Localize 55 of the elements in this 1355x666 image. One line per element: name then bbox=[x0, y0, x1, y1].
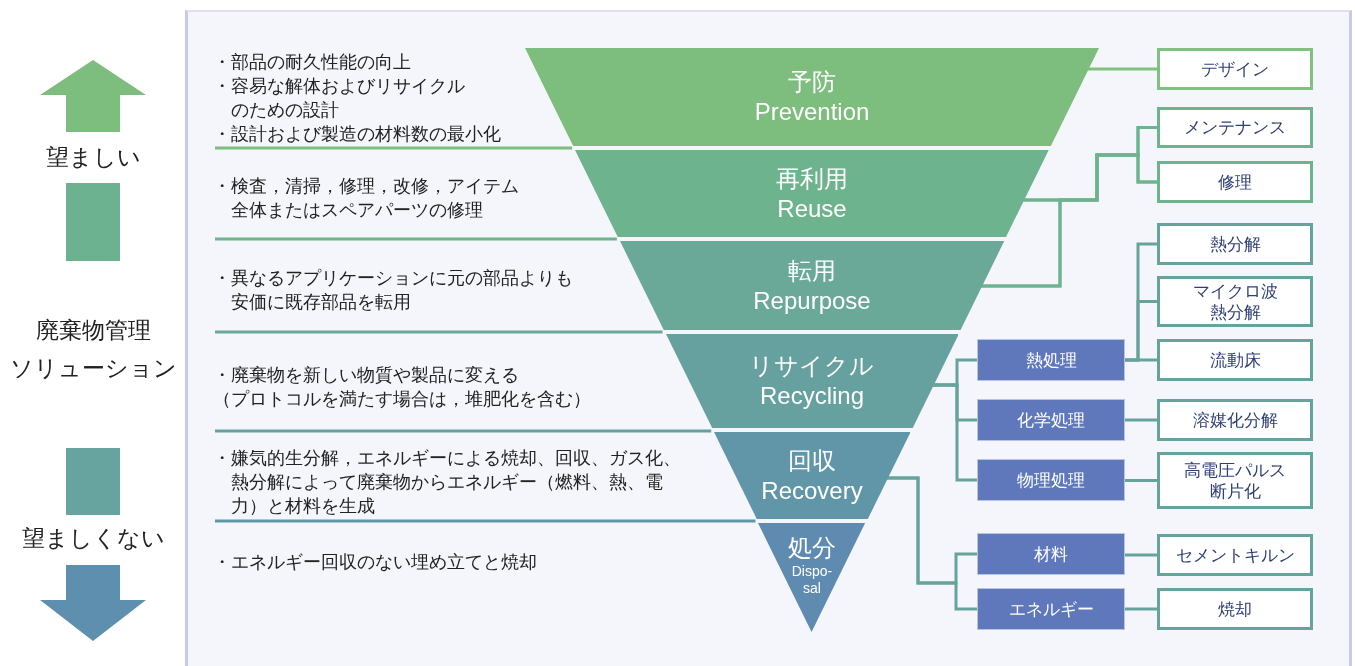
tier-label: 再利用 bbox=[776, 163, 848, 194]
pyramid-tier bbox=[619, 241, 1005, 330]
connector-line bbox=[1125, 418, 1157, 422]
tier-label: Reuse bbox=[777, 193, 847, 224]
option-box: 溶媒化分解 bbox=[1157, 399, 1313, 441]
side-label: 望ましい bbox=[44, 143, 142, 172]
option-box: デザイン bbox=[1157, 48, 1313, 90]
pyramid-tier bbox=[713, 432, 911, 519]
description-text: ・エネルギー回収のない埋め立てと焼却 bbox=[213, 551, 537, 574]
tier-label: Recycling bbox=[759, 381, 864, 411]
method-box: 化学処理 bbox=[977, 399, 1125, 441]
side-label: 廃棄物管理 bbox=[34, 316, 152, 345]
tier-label: 予防 bbox=[788, 67, 836, 97]
option-box: 修理 bbox=[1157, 161, 1313, 203]
connector-line bbox=[886, 476, 977, 611]
option-box: 熱分解 bbox=[1157, 223, 1313, 265]
tier-label: 回収 bbox=[788, 445, 836, 476]
option-box: 流動床 bbox=[1157, 339, 1313, 381]
tier-label: Dispo-sal bbox=[790, 563, 834, 597]
description-text: ・嫌気的生分解，エネルギーによる焼却、回収、ガス化、熱分解によって廃棄物からエネルギー（燃料、熱、電力）と材料を生成 bbox=[213, 447, 682, 518]
side-label: ソリューション bbox=[8, 354, 178, 383]
connector-line bbox=[1087, 67, 1157, 71]
connector-line bbox=[1123, 478, 1157, 482]
method-box: エネルギー bbox=[977, 588, 1125, 630]
connector-line bbox=[981, 153, 1157, 288]
description-text: ・容易な解体およびリサイクルのための設計 bbox=[213, 75, 466, 122]
pyramid-tier bbox=[758, 523, 866, 632]
option-box: 焼却 bbox=[1157, 588, 1313, 630]
connector-line bbox=[1125, 358, 1157, 362]
tier-label: Prevention bbox=[754, 97, 870, 127]
connector-line bbox=[1125, 607, 1157, 611]
description-text: ・廃棄物を新しい物質や製品に変える bbox=[213, 364, 519, 387]
tier-label: 処分 bbox=[788, 533, 836, 563]
description-text: （プロトコルを満たす場合は，堆肥化を含む） bbox=[213, 388, 591, 411]
tier-label: Recovery bbox=[761, 475, 863, 506]
method-box: 物理処理 bbox=[977, 459, 1125, 501]
description-text: ・異なるアプリケーションに元の部品よりも安価に既存部品を転用 bbox=[213, 267, 574, 314]
option-box: セメントキルン bbox=[1157, 534, 1313, 576]
pyramid-tier bbox=[525, 48, 1099, 146]
pyramid-tier bbox=[665, 334, 959, 428]
method-box: 材料 bbox=[977, 533, 1125, 575]
tier-label: Repurpose bbox=[753, 285, 871, 316]
side-label: 望ましくない bbox=[20, 524, 166, 553]
option-box: 高電圧パルス断片化 bbox=[1157, 452, 1313, 509]
description-text: ・部品の耐久性能の向上 bbox=[213, 51, 411, 74]
option-box: マイクロ波熱分解 bbox=[1157, 276, 1313, 327]
tier-label: 転用 bbox=[788, 255, 836, 286]
description-text: ・検査，清掃，修理，改修，アイテム全体またはスペアパーツの修理 bbox=[213, 175, 520, 222]
tier-label: リサイクル bbox=[749, 351, 875, 381]
connector-line bbox=[1123, 552, 1157, 557]
pyramid-tier bbox=[575, 150, 1049, 237]
description-text: ・設計および製造の材料数の最小化 bbox=[213, 123, 501, 146]
method-box: 熱処理 bbox=[977, 339, 1125, 381]
connector-line bbox=[932, 383, 977, 482]
option-box: メンテナンス bbox=[1157, 107, 1313, 148]
